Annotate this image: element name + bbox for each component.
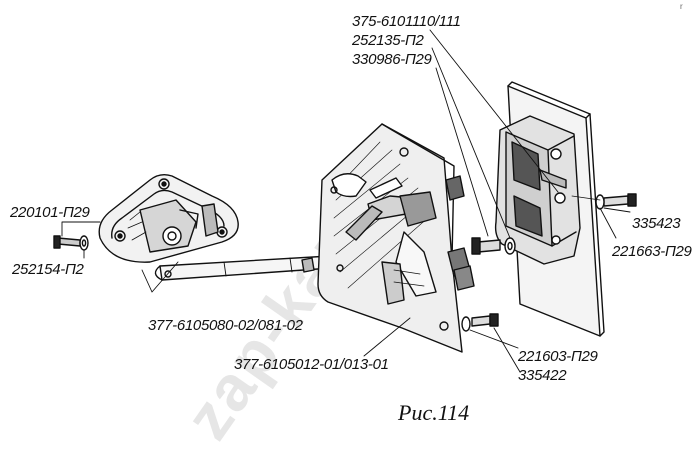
figure-caption: Рис.114 [398,400,470,425]
right-block [494,115,581,265]
label-335422: 335422 [518,367,567,384]
diagram-canvas: zap-kam.ru [10,2,692,452]
right-bolt [571,193,637,210]
label-377-6105080: 377-6105080-02/081-02 [148,317,303,334]
centre-bolt [471,237,516,255]
leader-lines [61,29,631,373]
centre-bracket [317,123,475,353]
label-221663: 221663-П29 [612,243,692,260]
label-252154: 252154-П2 [12,261,84,278]
label-252135: 252135-П2 [352,32,424,49]
label-375-6101110: 375-6101110/111 [352,13,461,30]
lower-bolt [461,313,499,332]
label-335423: 335423 [632,215,681,232]
label-377-6105012: 377-6105012-01/013-01 [234,356,389,373]
link-rod [154,255,333,281]
label-330986: 330986-П29 [352,51,432,68]
left-hinge-plate [98,173,239,263]
exploded-assembly-drawing [53,29,637,373]
label-220101: 220101-П29 [10,204,90,221]
label-221603: 221603-П29 [518,348,598,365]
corner-mark: r [680,2,683,11]
left-bolt [53,235,89,251]
